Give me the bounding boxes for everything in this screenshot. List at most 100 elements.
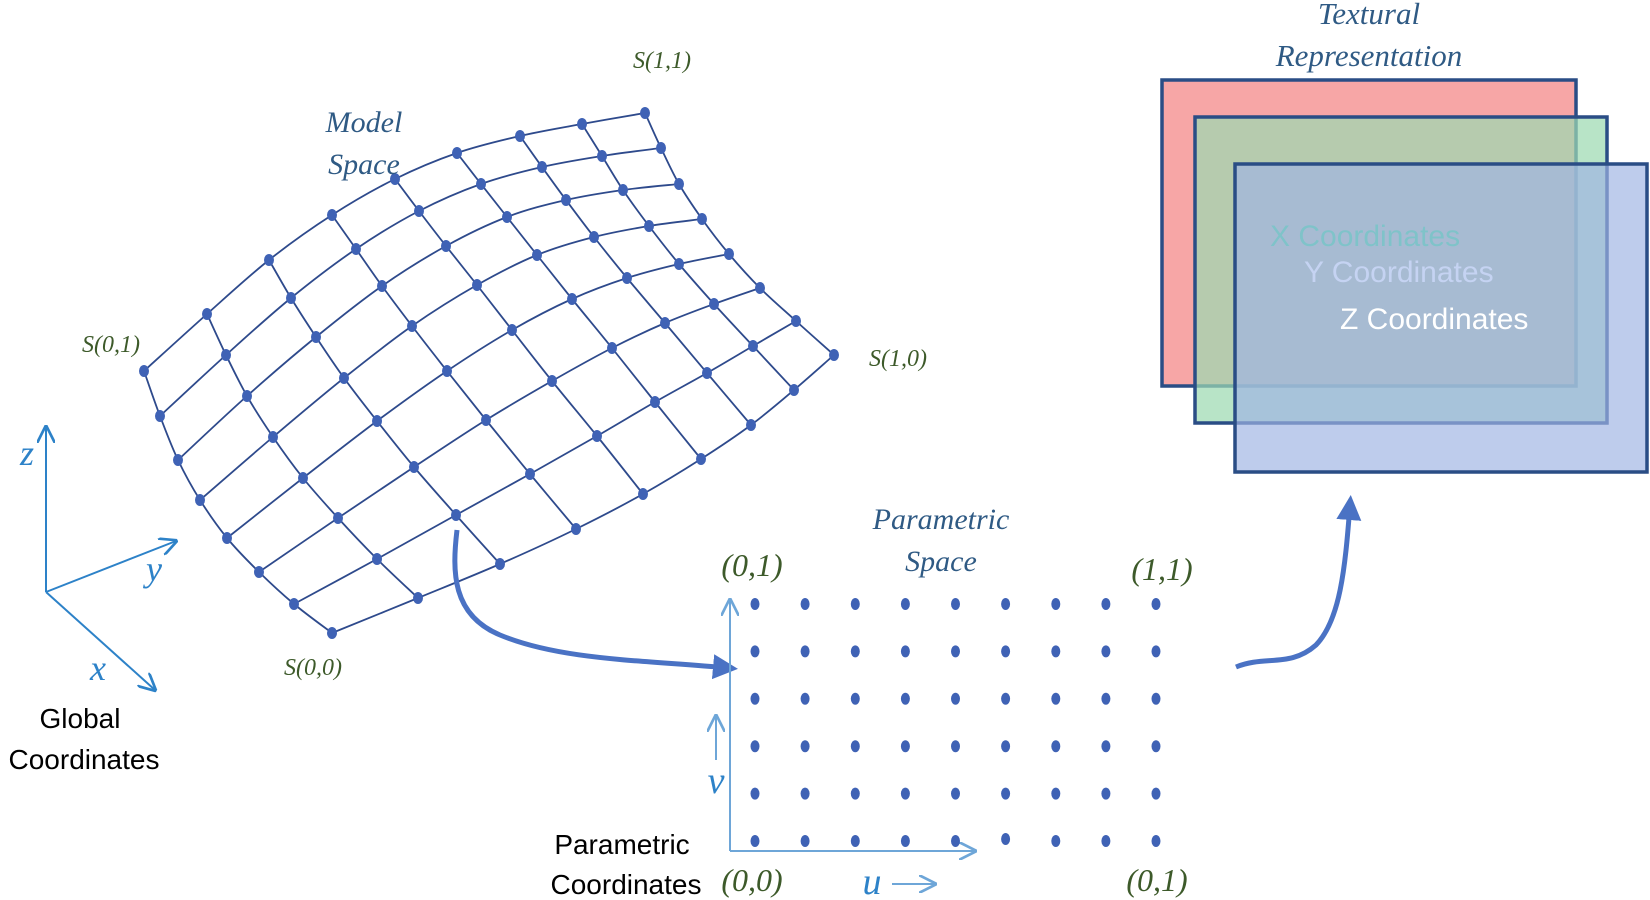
corner-label-s01: S(0,1)	[82, 332, 140, 358]
parametric-point	[900, 835, 910, 847]
parametric-point	[1051, 645, 1061, 658]
x-axis-label: x	[89, 648, 106, 688]
parametric-point	[951, 787, 960, 800]
mesh-node	[495, 558, 505, 570]
mesh-node	[351, 243, 361, 255]
param-corner-bottom-right: (0,1)	[1126, 862, 1187, 898]
mesh-u-curve	[331, 354, 835, 634]
mesh-node	[674, 178, 684, 190]
parametric-point	[951, 692, 960, 705]
param-corner-top-right: (1,1)	[1131, 551, 1192, 587]
mesh-node	[221, 349, 231, 361]
mesh-node	[311, 331, 321, 343]
corner-label-s11: S(1,1)	[633, 48, 691, 74]
mesh-node	[286, 292, 296, 304]
y-axis-arrow	[45, 541, 176, 593]
mesh-node	[414, 205, 424, 217]
parametric-point	[850, 645, 860, 658]
mesh-node	[789, 384, 799, 396]
mesh-node	[571, 523, 581, 535]
mesh-node	[339, 372, 349, 384]
corner-label-s00: S(0,0)	[284, 655, 342, 681]
parametric-point	[1101, 692, 1111, 705]
parametric-space-title-line1: Parametric	[872, 503, 1010, 536]
mesh-node	[451, 509, 461, 521]
mesh-node	[502, 211, 512, 223]
parametric-point-grid	[750, 598, 1161, 847]
texture-layer-stack	[1160, 78, 1649, 474]
mesh-node	[173, 454, 183, 466]
parametric-point	[800, 835, 810, 847]
parametric-coordinates-label-line2: Coordinates	[551, 869, 702, 900]
mesh-node	[561, 194, 571, 206]
parametric-point	[750, 740, 760, 753]
mesh-node	[618, 184, 628, 196]
mesh-node	[607, 342, 617, 354]
model-space-title-line2: Space	[328, 148, 400, 181]
parametric-point	[1151, 692, 1161, 705]
mesh-node	[644, 220, 654, 232]
parametric-point	[850, 740, 860, 753]
mesh-u-curve	[199, 218, 703, 501]
parametric-point	[750, 835, 760, 847]
parametric-point	[850, 835, 860, 847]
parametric-point	[900, 645, 910, 658]
mesh-node	[289, 598, 299, 610]
parametric-point	[750, 787, 760, 800]
corner-label-s10: S(1,0)	[869, 346, 927, 372]
param-v-label: v	[708, 760, 725, 802]
parametric-point	[750, 692, 760, 705]
y-coordinates-label: Y Coordinates	[1304, 256, 1494, 289]
parametric-point	[1101, 835, 1111, 847]
mesh-node	[755, 282, 765, 294]
mesh-node	[333, 512, 343, 524]
mesh-node	[409, 461, 419, 473]
parametric-point	[1001, 692, 1011, 705]
x-axis-arrow	[45, 591, 155, 690]
parametric-point	[1001, 833, 1011, 845]
parametric-point	[800, 740, 810, 753]
mesh-u-curve	[226, 253, 730, 539]
mesh-node	[724, 248, 734, 260]
model-space-title-line1: Model	[325, 106, 403, 139]
parametric-point	[800, 598, 810, 610]
mesh-node	[697, 213, 707, 225]
textural-title-line2: Representation	[1275, 38, 1463, 73]
mesh-node	[791, 315, 801, 327]
mesh-node	[597, 150, 607, 162]
parametric-point	[1051, 787, 1061, 800]
mesh-node	[640, 107, 650, 119]
mesh-node	[481, 414, 491, 426]
parametric-point	[1101, 740, 1111, 753]
model-space-mesh	[139, 107, 839, 639]
parametric-point	[750, 645, 760, 658]
parametric-point	[800, 787, 810, 800]
y-axis-label: y	[143, 549, 162, 589]
mesh-node	[748, 340, 758, 352]
mesh-node	[696, 453, 706, 465]
mesh-node	[547, 375, 557, 387]
mesh-node	[674, 258, 684, 270]
mesh-node	[298, 472, 308, 484]
mesh-node	[202, 308, 212, 320]
param-corner-top-left: (0,1)	[721, 547, 782, 583]
x-coordinates-label: X Coordinates	[1270, 220, 1460, 253]
parametric-point	[1151, 787, 1161, 800]
parametric-point	[900, 740, 910, 753]
parametric-point	[951, 740, 960, 753]
mesh-node	[441, 240, 451, 252]
parametric-point	[1101, 645, 1111, 658]
mesh-node	[702, 367, 712, 379]
mesh-node	[567, 293, 577, 305]
parametric-point	[1051, 598, 1061, 610]
mesh-node	[327, 209, 337, 221]
mesh-node	[746, 419, 756, 431]
parametric-point	[951, 598, 960, 610]
global-coordinates-label-line1: Global	[40, 703, 121, 734]
parametric-point	[850, 598, 860, 610]
mapping-arrow-parametric-to-texture	[1235, 495, 1362, 670]
mapping-arrow-model-to-parametric	[452, 529, 738, 680]
mesh-node	[254, 566, 264, 578]
parametric-point	[1051, 835, 1061, 847]
mesh-node	[532, 249, 542, 261]
